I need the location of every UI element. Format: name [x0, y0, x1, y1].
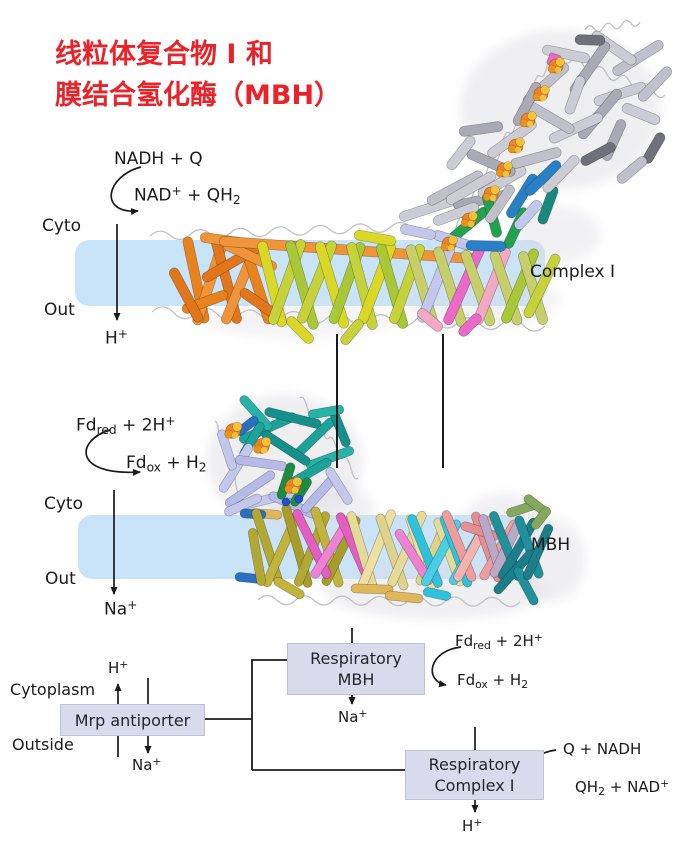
- complex-i-out-label: Out: [44, 300, 75, 320]
- figure-title-line1: 线粒体复合物 I 和: [55, 39, 273, 70]
- figure-title-line2: 膜结合氢化酶（MBH）: [55, 80, 342, 111]
- respiratory-mbh-na-ion-label: Na+: [338, 707, 368, 726]
- mbh-membrane-band: [78, 515, 525, 579]
- figure-title: 线粒体复合物 I 和 膜结合氢化酶（MBH）: [55, 34, 341, 116]
- mbh-name-label: MBH: [531, 535, 571, 555]
- mbh-product-label: Fdox + H2: [126, 453, 207, 475]
- respiratory-mbh-box-line2: MBH: [337, 670, 375, 689]
- respiratory-complex-i-box: Respiratory Complex I: [405, 750, 544, 800]
- complex-i-substrate-label: NADH + Q: [114, 149, 203, 169]
- respiratory-complex-i-product-label: QH2 + NAD+: [575, 777, 670, 798]
- mrp-h-ion-label: H+: [108, 658, 129, 677]
- complex-i-membrane-band: [75, 240, 545, 306]
- mbh-cyto-label: Cyto: [44, 494, 83, 514]
- complex-i-pumped-ion-label: H+: [105, 327, 129, 349]
- complex-i-product-label: NAD+ + QH2: [134, 184, 241, 207]
- mrp-antiporter-box-label: Mrp antiporter: [74, 710, 191, 730]
- mbh-substrate-label: Fdred + 2H+: [76, 414, 176, 437]
- mrp-na-ion-label: Na+: [132, 755, 162, 774]
- complex-i-name-label: Complex I: [530, 262, 615, 282]
- respiratory-complex-i-h-ion-label: H+: [462, 816, 483, 835]
- respiratory-mbh-product-label: Fdox + H2: [457, 671, 529, 692]
- mrp-antiporter-box: Mrp antiporter: [60, 704, 205, 736]
- respiratory-mbh-substrate-label: Fdred + 2H+: [455, 631, 543, 652]
- respiratory-complex-i-box-line1: Respiratory: [428, 755, 521, 774]
- respiratory-mbh-box-line1: Respiratory: [310, 649, 402, 668]
- mbh-out-label: Out: [45, 569, 76, 589]
- respiratory-complex-i-substrate-label: Q + NADH: [563, 740, 642, 758]
- cytoplasm-label: Cytoplasm: [10, 680, 96, 699]
- respiratory-mbh-box: Respiratory MBH: [287, 643, 425, 695]
- complex-i-cyto-label: Cyto: [42, 216, 81, 236]
- mbh-pumped-ion-label: Na+: [104, 598, 138, 620]
- outside-label: Outside: [12, 735, 74, 754]
- respiratory-complex-i-box-line2: Complex I: [434, 776, 515, 795]
